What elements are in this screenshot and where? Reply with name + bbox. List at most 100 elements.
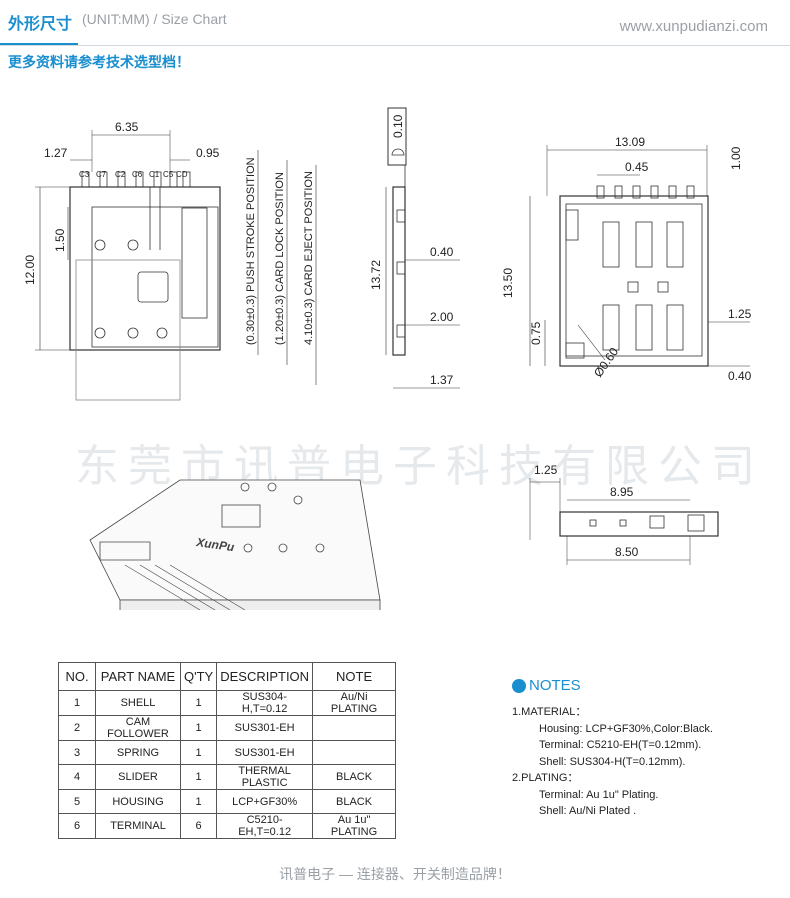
cell-no: 5 xyxy=(58,789,96,814)
cell-description: C5210-EH,T=0.12 xyxy=(216,813,314,839)
note-line: Shell: Au/Ni Plated . xyxy=(539,805,637,817)
dim-1-37: 1.37 xyxy=(430,373,454,387)
header-accent-bar xyxy=(0,43,78,46)
table-row: 2 CAM FOLLOWER 1 SUS301-EH xyxy=(58,715,397,741)
push-stroke-label: (0.30±0.3) PUSH STROKE POSITION xyxy=(245,157,257,345)
page-subtitle: (UNIT:MM) / Size Chart xyxy=(82,11,227,27)
dim-0-75: 0.75 xyxy=(529,321,543,345)
table-row: 5 HOUSING 1 LCP+GF30% BLACK xyxy=(58,789,397,814)
col-description: DESCRIPTION xyxy=(216,662,314,691)
dim-0-95: 0.95 xyxy=(196,146,220,160)
cell-description: SUS301-EH xyxy=(216,740,314,765)
cell-description: SUS304-H,T=0.12 xyxy=(216,690,314,716)
cell-qty: 1 xyxy=(179,789,218,814)
side-view xyxy=(385,107,460,389)
col-qty: Q'TY xyxy=(179,662,218,691)
cell-qty: 1 xyxy=(179,740,218,765)
pin-label-c7: C7 xyxy=(96,170,107,179)
isometric-logo-text: XunPu xyxy=(195,535,236,554)
pin-label-c6: C6 xyxy=(132,170,143,179)
dim-0-45: 0.45 xyxy=(625,160,649,174)
dim-13-72: 13.72 xyxy=(369,260,383,290)
dim-1-25-end: 1.25 xyxy=(534,463,558,477)
cell-note: BLACK xyxy=(312,789,397,814)
dim-2-00: 2.00 xyxy=(430,310,454,324)
table-row: 4 SLIDER 1 THERMAL PLASTIC BLACK xyxy=(58,764,397,790)
bottom-view xyxy=(529,145,750,367)
note-line: Terminal: C5210-EH(T=0.12mm). xyxy=(539,739,702,751)
technical-drawing: 6.35 1.27 0.95 1.50 12.00 C3 C7 C2 C6 C1… xyxy=(23,107,752,610)
dim-12-00: 12.00 xyxy=(23,255,37,285)
cell-description: THERMAL PLASTIC xyxy=(216,764,314,790)
col-part-name: PART NAME xyxy=(95,662,181,691)
cell-no: 2 xyxy=(58,715,96,741)
dim-1-25-bottom: 1.25 xyxy=(728,307,752,321)
card-lock-label: (1.20±0.3) CARD LOCK POSITION xyxy=(274,172,286,345)
col-no: NO. xyxy=(58,662,96,691)
cell-part-name: SHELL xyxy=(95,690,181,716)
cell-description: SUS301-EH xyxy=(216,715,314,741)
pin-label-c5: C5 xyxy=(163,170,174,179)
page-title: 外形尺寸 xyxy=(8,16,73,33)
header-divider xyxy=(0,45,790,46)
bullet-dot-icon xyxy=(512,678,526,693)
cell-note xyxy=(312,740,397,765)
pin-label-c1: C1 xyxy=(149,170,160,179)
card-eject-label: 4.10±0.3) CARD EJECT POSITION xyxy=(303,171,315,345)
position-guides xyxy=(257,150,317,385)
pin-label-c2: C2 xyxy=(115,170,126,179)
dim-8-95: 8.95 xyxy=(610,485,634,499)
cell-note: BLACK xyxy=(312,764,397,790)
col-note: NOTE xyxy=(312,662,397,691)
cell-part-name: TERMINAL xyxy=(95,813,181,839)
dim-1-50: 1.50 xyxy=(53,228,67,252)
isometric-view xyxy=(89,479,381,610)
table-row: 3 SPRING 1 SUS301-EH xyxy=(58,740,397,765)
footer-slogan: 讯普电子 — 连接器、开关制造品牌！ xyxy=(279,866,511,882)
notes-heading: NOTES xyxy=(512,677,782,694)
cell-part-name: SPRING xyxy=(95,740,181,765)
cell-note: Au 1u" PLATING xyxy=(312,813,397,839)
cell-qty: 6 xyxy=(179,813,218,839)
table-row: 6 TERMINAL 6 C5210-EH,T=0.12 Au 1u" PLAT… xyxy=(58,813,397,839)
note-line: Shell: SUS304-H(T=0.12mm). xyxy=(539,755,686,768)
notes-panel: NOTES 1.MATERIAL： Housing: LCP+GF30%,Col… xyxy=(512,677,782,820)
cell-description: LCP+GF30% xyxy=(216,789,314,814)
dim-1-27: 1.27 xyxy=(44,146,68,160)
pin-label-cd: CD xyxy=(176,170,188,179)
cell-no: 6 xyxy=(58,813,96,839)
dim-13-50: 13.50 xyxy=(501,268,515,298)
note-line: Terminal: Au 1u" Plating. xyxy=(539,788,659,801)
page-header: 外形尺寸 (UNIT:MM) / Size Chart www.xunpudia… xyxy=(0,0,790,46)
end-view xyxy=(529,478,719,565)
cell-qty: 1 xyxy=(179,690,218,716)
cell-note: Au/Ni PLATING xyxy=(312,690,397,716)
dim-0-60: Ø0.60 xyxy=(591,345,621,380)
dim-6-35: 6.35 xyxy=(115,120,139,134)
website-link[interactable]: www.xunpudianzi.com xyxy=(619,18,768,35)
cell-part-name: SLIDER xyxy=(95,764,181,790)
cell-part-name: CAM FOLLOWER xyxy=(95,715,181,741)
table-header-row: NO. PART NAME Q'TY DESCRIPTION NOTE xyxy=(58,662,397,691)
cell-note xyxy=(312,715,397,741)
front-view xyxy=(35,130,221,401)
notes-title: NOTES xyxy=(529,677,581,694)
note-line: 1.MATERIAL： xyxy=(512,706,587,718)
dim-0-40-side: 0.40 xyxy=(430,245,454,259)
cell-part-name: HOUSING xyxy=(95,789,181,814)
cell-no: 4 xyxy=(58,764,96,790)
dim-1-00: 1.00 xyxy=(729,146,743,170)
dim-8-50: 8.50 xyxy=(615,545,639,559)
dim-0-10: 0.10 xyxy=(391,114,405,138)
note-line: Housing: LCP+GF30%,Color:Black. xyxy=(539,722,713,735)
note-line: 2.PLATING： xyxy=(512,772,579,784)
parts-table: NO. PART NAME Q'TY DESCRIPTION NOTE 1 SH… xyxy=(58,662,397,839)
dim-13-09: 13.09 xyxy=(615,135,645,149)
cell-qty: 1 xyxy=(179,715,218,741)
more-info-text: 更多资料请参考技术选型档！ xyxy=(8,54,190,70)
dim-0-40-bottom: 0.40 xyxy=(728,369,752,383)
cell-qty: 1 xyxy=(179,764,218,790)
table-row: 1 SHELL 1 SUS304-H,T=0.12 Au/Ni PLATING xyxy=(58,690,397,716)
pin-label-c3: C3 xyxy=(79,170,90,179)
cell-no: 1 xyxy=(58,690,96,716)
